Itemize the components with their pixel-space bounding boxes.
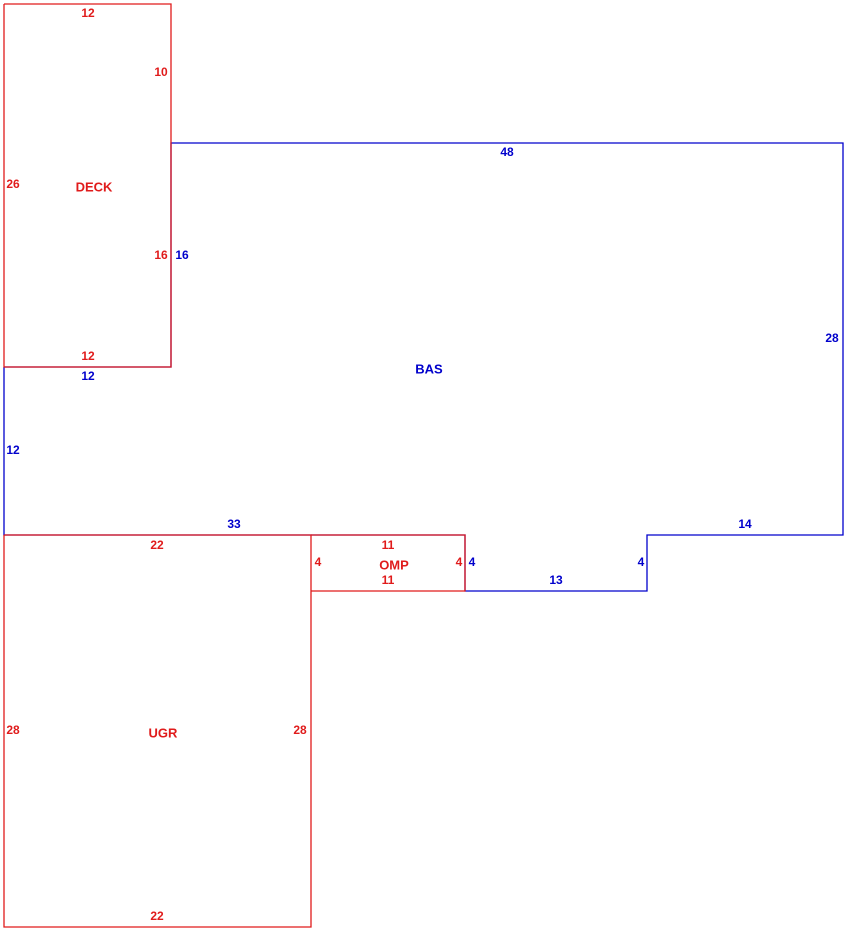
ugr-top-dimension: 22: [150, 538, 164, 552]
ugr-right-dimension: 28: [293, 723, 307, 737]
bas-right-dimension: 28: [825, 331, 839, 345]
deck-bottom-dimension: 12: [81, 349, 95, 363]
bas-drop-left-dimension: 4: [469, 555, 476, 569]
omp-area-label: OMP: [379, 557, 409, 572]
bas-left-offset-dimension: 16: [175, 248, 189, 262]
bas-bottom-right-dimension: 14: [738, 517, 752, 531]
deck-right-lower-dimension: 16: [154, 248, 168, 262]
bas-bottom-mid-dimension: 13: [549, 573, 563, 587]
bas-top-dimension: 48: [500, 145, 514, 159]
bas-bottom-left-dimension: 33: [227, 517, 241, 531]
omp-right-dimension: 4: [456, 555, 463, 569]
deck-right-upper-dimension: 10: [154, 65, 168, 79]
deck-left-dimension: 26: [6, 177, 20, 191]
deck-top-dimension: 12: [81, 6, 95, 20]
deck-area-label: DECK: [76, 179, 113, 194]
deck-outline: [3, 3, 172, 368]
bas-step-top-dimension: 12: [81, 369, 95, 383]
bas-area-label: BAS: [415, 361, 443, 376]
ugr-bottom-dimension: 22: [150, 909, 164, 923]
omp-top-dimension: 11: [382, 538, 395, 552]
omp-bottom-dimension: 11: [382, 573, 395, 587]
ugr-left-dimension: 28: [6, 723, 20, 737]
omp-left-dimension: 4: [315, 555, 322, 569]
ugr-area-label: UGR: [149, 725, 179, 740]
ugr-outline: [3, 534, 312, 928]
omp-outline: [311, 534, 466, 592]
bas-drop-right-dimension: 4: [638, 555, 645, 569]
bas-left-dimension: 12: [6, 443, 20, 457]
